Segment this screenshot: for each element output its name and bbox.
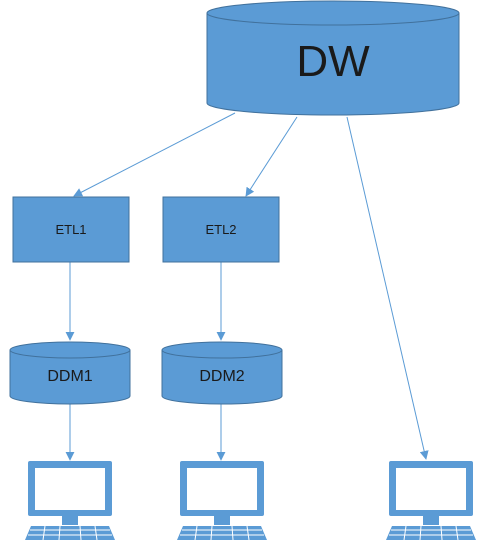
edge-dw-etl2 — [245, 116, 298, 197]
computer-icon — [386, 461, 476, 541]
dw-label: DW — [296, 37, 370, 86]
etl2-label: ETL2 — [205, 222, 236, 237]
computer-icon — [177, 461, 267, 541]
ddm2-cylinder: DDM2 — [161, 341, 283, 405]
etl1-box: ETL1 — [12, 196, 130, 263]
edge-dw-computer3 — [346, 116, 429, 460]
ddm1-cylinder: DDM1 — [9, 341, 131, 405]
edges — [65, 112, 429, 461]
etl2-box: ETL2 — [162, 196, 280, 263]
ddm2-label: DDM2 — [199, 368, 244, 385]
etl1-label: ETL1 — [55, 222, 86, 237]
edge-dw-etl1 — [73, 112, 236, 197]
computer-icon — [25, 461, 115, 541]
dw-cylinder: DW — [206, 0, 460, 116]
ddm1-label: DDM1 — [47, 368, 92, 385]
